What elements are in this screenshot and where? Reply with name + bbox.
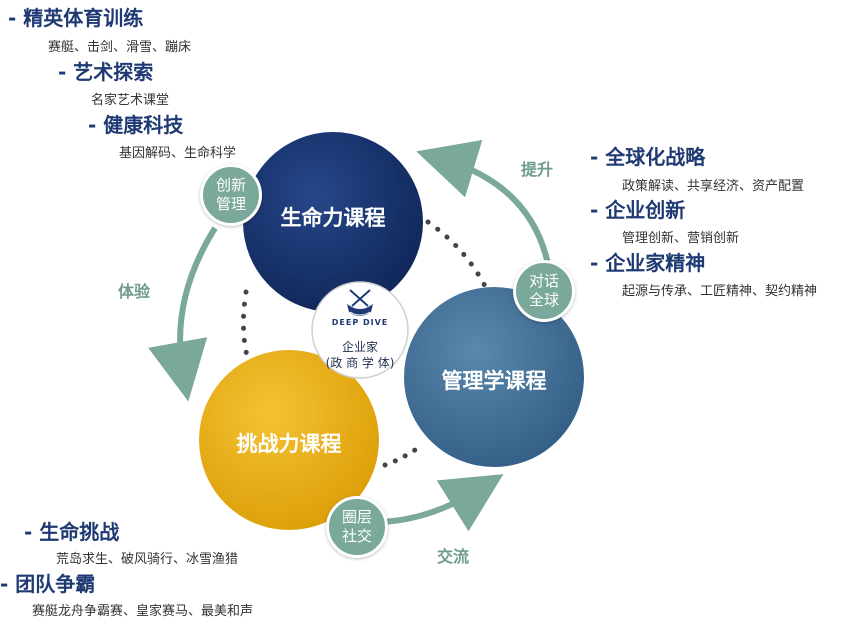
deep-dive-logo-icon	[347, 289, 373, 316]
logo-text: DEEP DIVE	[331, 318, 389, 327]
arrow-exchange	[379, 474, 504, 532]
life-course-label: 生命力课程	[280, 206, 386, 230]
list-sub-enterprise-innovation: 管理创新、营销创新	[622, 231, 740, 246]
badge-circle-line1: 圈层	[341, 508, 372, 527]
arrow-label-exchange: 交流	[437, 547, 470, 566]
list-sub-health-tech: 基因解码、生命科学	[119, 146, 237, 161]
circle-life-course	[243, 132, 423, 312]
list-heading-global-strategy: - 全球化战略	[590, 145, 706, 169]
list-sub-art: 名家艺术课堂	[91, 93, 170, 108]
arrow-label-experience: 体验	[118, 282, 151, 301]
center-subtitle: (政 商 学 体)	[325, 356, 395, 370]
badge-circle-line2: 社交	[341, 527, 372, 545]
list-heading-entrepreneurship: - 企业家精神	[590, 251, 706, 275]
circle-challenge-course	[199, 350, 379, 530]
list-heading-team-battle: - 团队争霸	[0, 572, 96, 596]
dotted-connector-right	[425, 219, 491, 295]
management-course-label: 管理学课程	[441, 369, 547, 393]
dotted-connector-left	[240, 289, 251, 363]
list-heading-elite-sports: - 精英体育训练	[8, 6, 144, 30]
list-heading-art: - 艺术探索	[58, 60, 154, 84]
list-heading-health-tech: - 健康科技	[88, 113, 184, 137]
list-heading-enterprise-innovation: - 企业创新	[590, 198, 686, 222]
badge-innovation-management: 创新 管理	[200, 164, 262, 226]
badge-circle-social: 圈层 社交	[326, 496, 388, 558]
list-heading-life-challenge: - 生命挑战	[24, 520, 120, 544]
badge-dialogue-line2: 全球	[528, 291, 559, 309]
challenge-course-label: 挑战力课程	[236, 432, 342, 456]
center-circle	[311, 281, 409, 379]
badge-dialogue-line1: 对话	[528, 272, 559, 291]
arrow-experience	[148, 226, 218, 402]
list-sub-global-strategy: 政策解读、共享经济、资产配置	[622, 179, 805, 194]
arrow-label-upgrade: 提升	[521, 160, 554, 179]
list-sub-life-challenge: 荒岛求生、破风骑行、冰雪渔猎	[56, 552, 239, 567]
list-sub-entrepreneurship: 起源与传承、工匠精神、契约精神	[622, 284, 818, 299]
badge-innovation-line2: 管理	[215, 195, 246, 213]
badge-global-dialogue: 对话 全球	[513, 260, 575, 322]
circle-management-course	[404, 287, 584, 467]
dotted-connector-bottom	[382, 445, 421, 468]
list-sub-team-battle: 赛艇龙舟争霸赛、皇家赛马、最美和声	[32, 604, 254, 619]
center-title: 企业家	[341, 340, 378, 354]
badge-innovation-line1: 创新	[215, 176, 246, 195]
list-sub-elite-sports: 赛艇、击剑、滑雪、蹦床	[48, 40, 192, 55]
